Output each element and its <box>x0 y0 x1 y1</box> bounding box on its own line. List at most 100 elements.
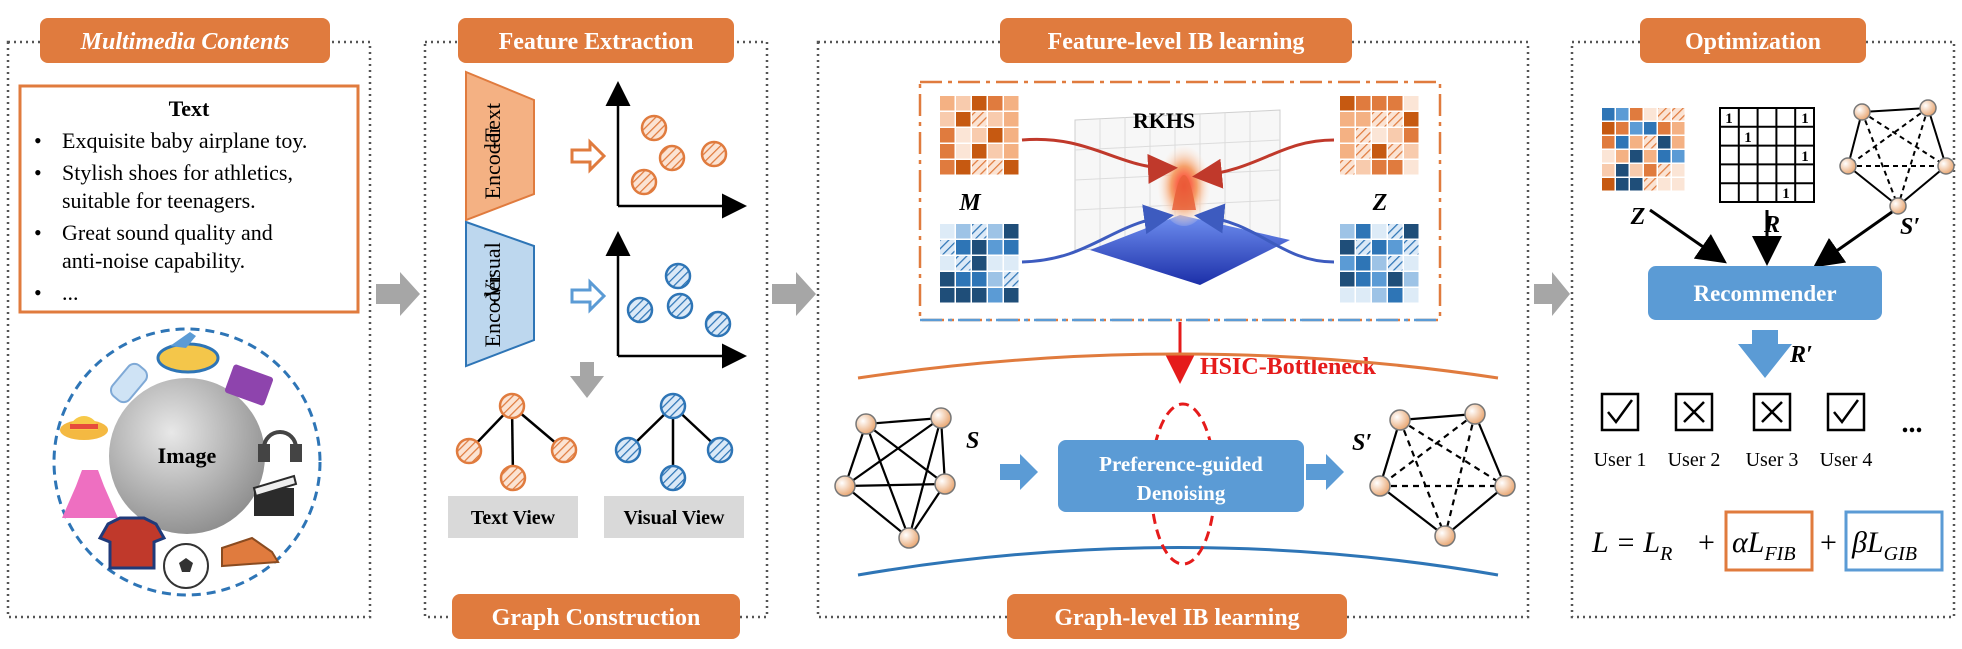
user-2-cross-icon <box>1674 392 1714 432</box>
svg-text:•: • <box>34 220 42 245</box>
matrix-m-orange <box>940 96 1019 175</box>
text-item-1: Exquisite baby airplane toy. <box>62 128 307 153</box>
mblue-to-rkhs-arrow <box>1021 204 1174 264</box>
r-prime-arrow <box>1738 330 1792 378</box>
recommender-box: Recommender <box>1648 266 1882 320</box>
svg-text:+: + <box>1698 526 1715 559</box>
svg-text:Preference-guided: Preference-guided <box>1099 452 1263 476</box>
label-graph-construction: Graph Construction <box>452 594 740 639</box>
user-1-check-icon <box>1600 392 1640 432</box>
user-4-check-icon <box>1826 392 1866 432</box>
label-feature-extraction: Feature Extraction <box>458 18 734 63</box>
text-item-2b: suitable for teenagers. <box>62 188 256 213</box>
svg-text:Optimization: Optimization <box>1685 29 1821 55</box>
svg-text:1: 1 <box>1782 186 1790 202</box>
label-multimedia: Multimedia Contents <box>40 18 330 63</box>
r-prime-label: R′ <box>1789 342 1813 368</box>
hsic-label: HSIC-Bottleneck <box>1200 354 1377 380</box>
baby-bottle-icon <box>109 362 149 404</box>
flow-arrow-1 <box>376 272 420 316</box>
graph-construct-arrow <box>570 362 604 398</box>
svg-text:•: • <box>34 280 42 305</box>
from-denoise-arrow <box>1306 454 1344 490</box>
zblue-to-rkhs-arrow <box>1194 203 1335 264</box>
text-embedding-arrow <box>570 138 607 174</box>
image-dashed-circle <box>52 327 322 597</box>
svg-text:Graph-level IB learning: Graph-level IB learning <box>1054 605 1299 631</box>
soccer-ball-icon <box>163 543 209 589</box>
z-to-recommender-arrow <box>1649 208 1727 264</box>
user-2-label: User 2 <box>1668 449 1721 471</box>
text-box <box>18 84 360 314</box>
airplane-toy-icon <box>156 332 220 374</box>
graph-s-prime <box>1369 403 1516 547</box>
user-4-label: User 4 <box>1820 449 1873 471</box>
graph-s-label: S <box>966 428 979 454</box>
rkhs-surface <box>1074 109 1290 285</box>
dress-icon <box>62 470 118 518</box>
matrix-z-blue <box>1340 224 1419 303</box>
m-to-rkhs-arrow <box>1021 137 1178 184</box>
svg-text:•: • <box>34 160 42 185</box>
svg-text:Encoder -Text: Encoder -Text <box>480 103 505 199</box>
denoise-box: Preference-guided Denoising <box>1058 440 1304 512</box>
encoder-text: Encoder -Text <box>465 70 535 222</box>
jersey-icon <box>97 516 167 570</box>
svg-text:Multimedia Contents: Multimedia Contents <box>80 29 290 55</box>
s-to-recommender-arrow <box>1813 210 1893 268</box>
opt-z-label: Z <box>1630 204 1646 230</box>
svg-text:Encoder -Visual: Encoder -Visual <box>480 242 505 347</box>
opt-matrix-r <box>1719 107 1815 203</box>
book-icon <box>224 364 274 406</box>
visual-view-label: Visual View <box>604 496 744 538</box>
graph-ib-orange-curve <box>857 352 1499 380</box>
users-ellipsis: ... <box>1902 408 1923 439</box>
svg-text:Visual View: Visual View <box>624 507 725 529</box>
sneaker-icon <box>221 536 280 568</box>
clapperboard-icon <box>252 474 298 516</box>
matrix-m-blue <box>940 224 1019 303</box>
svg-text:Recommender: Recommender <box>1693 281 1836 306</box>
svg-text:1: 1 <box>1801 111 1809 127</box>
z-to-rkhs-arrow <box>1192 138 1335 189</box>
visual-embedding-plot <box>605 231 747 369</box>
matrix-m-label: M <box>958 190 982 216</box>
user-3-label: User 3 <box>1746 449 1799 471</box>
panel-optimization <box>1570 40 1956 619</box>
svg-text:αLFIB: αLFIB <box>1732 526 1796 565</box>
opt-matrix-z <box>1602 108 1685 191</box>
encoder-visual: Encoder -Visual <box>465 220 535 368</box>
user-1-label: User 1 <box>1594 449 1647 471</box>
opt-matrix-r-ones: 1 1 1 1 1 <box>1725 111 1809 202</box>
text-item-3a: Great sound quality and <box>62 220 273 245</box>
graph-ib-blue-curve <box>857 546 1499 577</box>
svg-text:Denoising: Denoising <box>1137 481 1226 505</box>
graph-s-prime-label: S′ <box>1352 430 1372 456</box>
svg-text:+: + <box>1820 526 1837 559</box>
hat-icon <box>60 416 108 440</box>
label-feature-ib: Feature-level IB learning <box>1000 18 1352 63</box>
svg-text:1: 1 <box>1725 111 1733 127</box>
image-sphere <box>109 378 265 534</box>
svg-text:Text View: Text View <box>471 507 556 529</box>
svg-text:1: 1 <box>1801 149 1809 165</box>
image-label: Image <box>158 443 217 468</box>
text-view-label: Text View <box>448 496 578 538</box>
to-denoise-arrow <box>1000 454 1038 490</box>
headphones-icon <box>258 430 302 462</box>
flow-arrow-2 <box>772 272 816 316</box>
text-box-title: Text <box>169 96 210 121</box>
text-embedding-plot <box>605 81 747 219</box>
text-item-2a: Stylish shoes for athletics, <box>62 160 293 185</box>
text-view-graph <box>455 392 578 492</box>
text-box-items: • Exquisite baby airplane toy. • Stylish… <box>34 128 307 305</box>
rkhs-label: RKHS <box>1133 108 1195 133</box>
svg-text:1: 1 <box>1744 130 1752 146</box>
opt-graph-s-prime <box>1839 99 1955 215</box>
label-graph-ib: Graph-level IB learning <box>1007 594 1347 639</box>
matrix-z-orange <box>1340 96 1419 175</box>
svg-text:βLGIB: βLGIB <box>1851 526 1917 565</box>
label-optimization: Optimization <box>1640 18 1866 63</box>
graph-s <box>834 407 956 549</box>
loss-equation: L = LR + αLFIB + βLGIB <box>1591 510 1944 572</box>
